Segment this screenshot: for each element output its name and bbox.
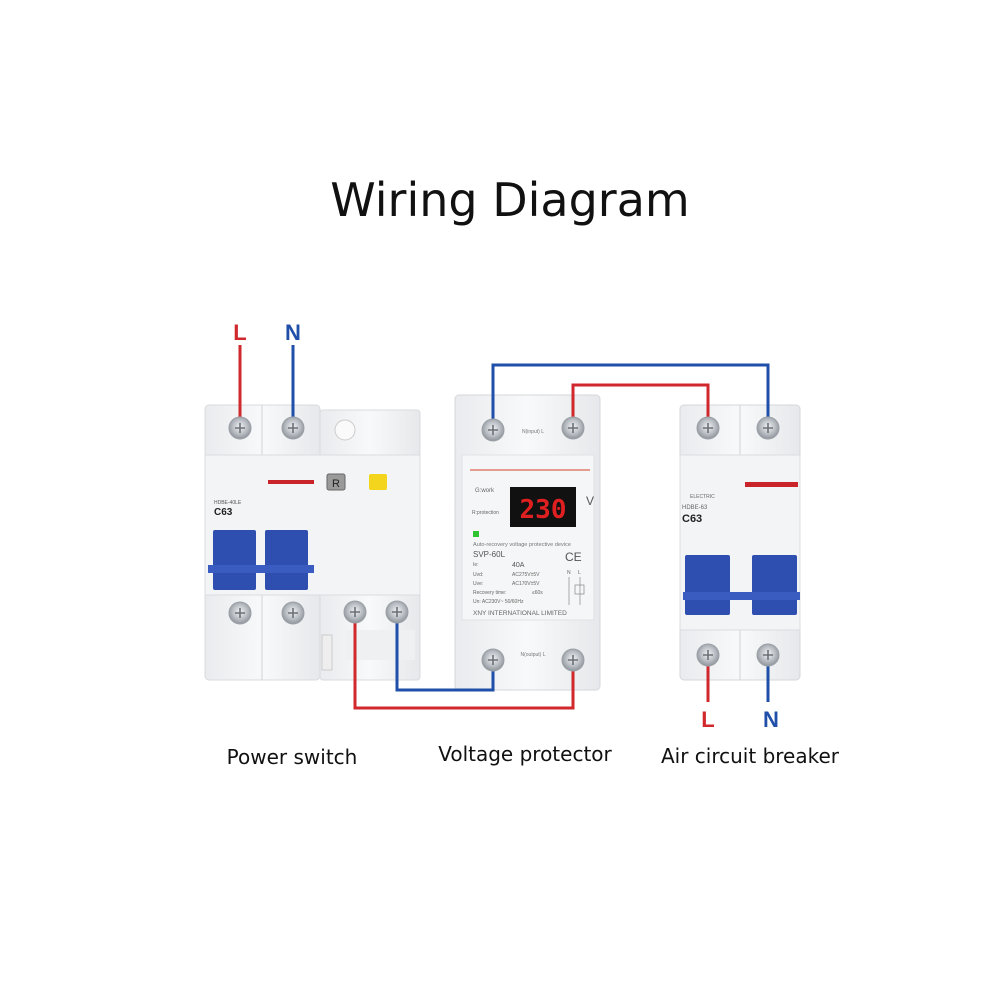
svg-text:CE: CE (565, 550, 582, 564)
screw-slot-icon (392, 607, 402, 617)
svg-text:AC170V±5V: AC170V±5V (512, 581, 540, 587)
svg-text:N: N (763, 707, 779, 732)
svg-text:N(output) L: N(output) L (520, 652, 545, 658)
voltage-display (510, 487, 576, 527)
svg-text:230: 230 (520, 495, 567, 525)
voltage-protector-label: Voltage protector (438, 742, 612, 766)
svg-text:R:protection: R:protection (472, 510, 499, 516)
svg-text:Uvd:: Uvd: (473, 572, 483, 578)
svg-text:XNY INTERNATIONAL LIMITED: XNY INTERNATIONAL LIMITED (473, 610, 567, 617)
screw-slot-icon (235, 608, 245, 618)
power-switch: R HDBE-40LE C63 (204, 404, 421, 681)
svg-text:Un: AC230V~ 50/60Hz: Un: AC230V~ 50/60Hz (473, 599, 524, 605)
screw-slot-icon (488, 655, 498, 665)
svg-text:HDBE-40LE: HDBE-40LE (214, 500, 242, 506)
air-circuit-breaker: ELECTRIC HDBE-63 C63 (679, 404, 801, 681)
wires (238, 345, 770, 710)
screw-slot-icon (763, 423, 773, 433)
breaker-handle[interactable] (265, 530, 308, 590)
voltage-protector: N(input) L N(output) L G:work R:protecti… (454, 394, 601, 691)
svg-text:ELECTRIC: ELECTRIC (690, 494, 715, 500)
screw-slot-icon (488, 425, 498, 435)
screw-slot-icon (568, 655, 578, 665)
svg-text:G:work: G:work (475, 488, 495, 494)
screw-slot-icon (288, 423, 298, 433)
neutral-feed-wire (395, 612, 495, 692)
svg-text:≤60s: ≤60s (532, 590, 543, 596)
svg-text:N: N (285, 320, 301, 345)
air-circuit-breaker-label: Air circuit breaker (661, 744, 840, 768)
neutral-link-wire (491, 363, 770, 430)
live-feed-wire (353, 612, 575, 710)
svg-text:Recovery time:: Recovery time: (473, 590, 506, 596)
svg-text:Auto-recovery voltage protecti: Auto-recovery voltage protective device (473, 542, 571, 548)
live-link-wire (571, 383, 710, 428)
svg-text:SVP-60L: SVP-60L (473, 550, 506, 559)
svg-text:C63: C63 (682, 513, 702, 525)
svg-text:40A: 40A (512, 562, 525, 569)
power-switch-label: Power switch (227, 745, 358, 769)
svg-text:L: L (701, 707, 714, 732)
screw-slot-icon (763, 650, 773, 660)
screw-slot-icon (235, 423, 245, 433)
screw-slot-icon (288, 608, 298, 618)
svg-text:L: L (578, 570, 581, 576)
svg-text:N(input) L: N(input) L (522, 429, 544, 435)
screw-slot-icon (703, 423, 713, 433)
svg-text:L: L (233, 320, 246, 345)
svg-text:HDBE-63: HDBE-63 (682, 505, 708, 511)
reset-button[interactable] (326, 473, 346, 491)
svg-text:R: R (332, 478, 340, 490)
status-led (473, 531, 479, 537)
svg-text:Ie:: Ie: (473, 562, 479, 568)
test-button[interactable] (369, 474, 387, 490)
svg-text:AC275V±5V: AC275V±5V (512, 572, 540, 578)
svg-text:Uve:: Uve: (473, 581, 483, 587)
breaker-handle[interactable] (213, 530, 256, 590)
svg-text:V: V (586, 494, 594, 508)
page-title: Wiring Diagram (330, 173, 689, 227)
svg-text:N: N (567, 570, 571, 576)
breaker-handle[interactable] (752, 555, 797, 615)
screw-slot-icon (703, 650, 713, 660)
screw-slot-icon (568, 423, 578, 433)
svg-text:C63: C63 (214, 507, 233, 518)
breaker-handle[interactable] (685, 555, 730, 615)
terminal-screws (228, 416, 780, 672)
screw-slot-icon (350, 607, 360, 617)
